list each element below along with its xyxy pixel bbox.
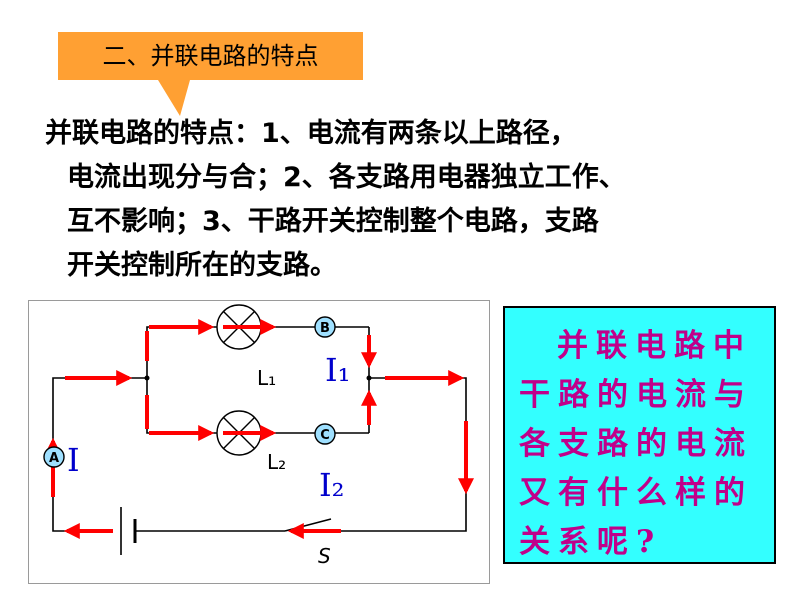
label-l1: L₁ bbox=[257, 366, 276, 390]
meter-c-label: C bbox=[320, 428, 330, 443]
meter-a-label: A bbox=[49, 451, 59, 466]
current-arrows bbox=[45, 319, 474, 539]
meter-b: B bbox=[314, 316, 336, 338]
meter-a-circle bbox=[43, 446, 65, 468]
label-current-i2: I₂ bbox=[319, 466, 344, 504]
wire-right-main bbox=[333, 377, 467, 532]
question-box: 并联电路中 干路的电流与 各支路的电流 又有什么样的 关系呢? bbox=[503, 306, 776, 564]
label-s: S bbox=[318, 544, 331, 568]
circuit-svg: A B C L₁ L₂ S I I₁ I₂ bbox=[43, 304, 474, 568]
label-current-i1: I₁ bbox=[325, 351, 350, 389]
wire-lower-branch bbox=[146, 378, 217, 434]
question-line-5: 关系呢? bbox=[519, 524, 663, 560]
characteristics-line-2: 电流出现分与合；2、各支路用电器独立工作、 bbox=[67, 162, 626, 193]
question-line-3: 各支路的电流 bbox=[519, 426, 753, 462]
meter-c-circle bbox=[314, 423, 336, 445]
junction-left bbox=[144, 375, 150, 381]
battery bbox=[120, 507, 137, 555]
question-text: 并联电路中 干路的电流与 各支路的电流 又有什么样的 关系呢? bbox=[519, 322, 769, 567]
meter-a: A bbox=[43, 446, 65, 468]
meter-b-label: B bbox=[320, 321, 330, 336]
question-line-4: 又有什么样的 bbox=[519, 475, 753, 511]
label-current-i: I bbox=[67, 441, 80, 479]
junction-right bbox=[366, 375, 372, 381]
question-line-1: 并联电路中 bbox=[557, 328, 752, 364]
label-l2: L₂ bbox=[267, 450, 286, 474]
characteristics-line-1: 并联电路的特点：1、电流有两条以上路径， bbox=[45, 118, 577, 149]
characteristics-line-4: 开关控制所在的支路。 bbox=[67, 250, 337, 281]
meter-c: C bbox=[314, 423, 336, 445]
meter-b-circle bbox=[314, 316, 336, 338]
wire-upper-branch bbox=[146, 326, 217, 378]
characteristics-line-3: 互不影响；3、干路开关控制整个电路，支路 bbox=[67, 206, 599, 237]
question-line-2: 干路的电流与 bbox=[519, 377, 753, 413]
characteristics-text: 并联电路的特点：1、电流有两条以上路径， 电流出现分与合；2、各支路用电器独立工… bbox=[45, 112, 785, 288]
section-title: 二、并联电路的特点 bbox=[102, 42, 319, 70]
parallel-circuit-diagram: A B C L₁ L₂ S I I₁ I₂ bbox=[28, 300, 490, 584]
